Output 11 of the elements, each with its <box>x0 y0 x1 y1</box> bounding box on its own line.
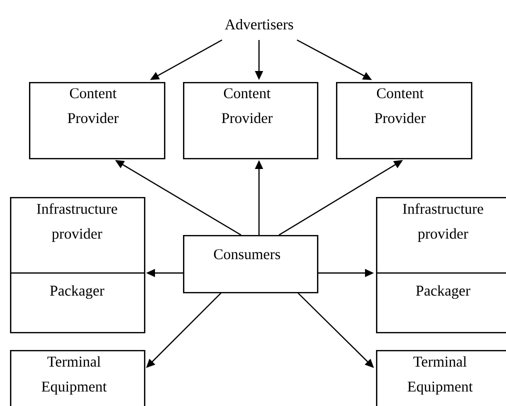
process-box: Infrastructure provider Packager <box>10 197 146 334</box>
process-box: Terminal Equipment <box>376 350 506 406</box>
arrow <box>146 292 222 368</box>
text-label: Advertisers <box>224 18 294 30</box>
process-box: Infrastructure provider Packager <box>376 197 506 334</box>
process-box: Content Provider <box>183 82 318 160</box>
process-box: Consumers <box>183 235 318 294</box>
process-box: Content Provider <box>336 82 472 160</box>
process-box: Terminal Equipment <box>10 350 146 406</box>
arrow <box>298 292 374 368</box>
process-box: Content Provider <box>29 82 166 160</box>
